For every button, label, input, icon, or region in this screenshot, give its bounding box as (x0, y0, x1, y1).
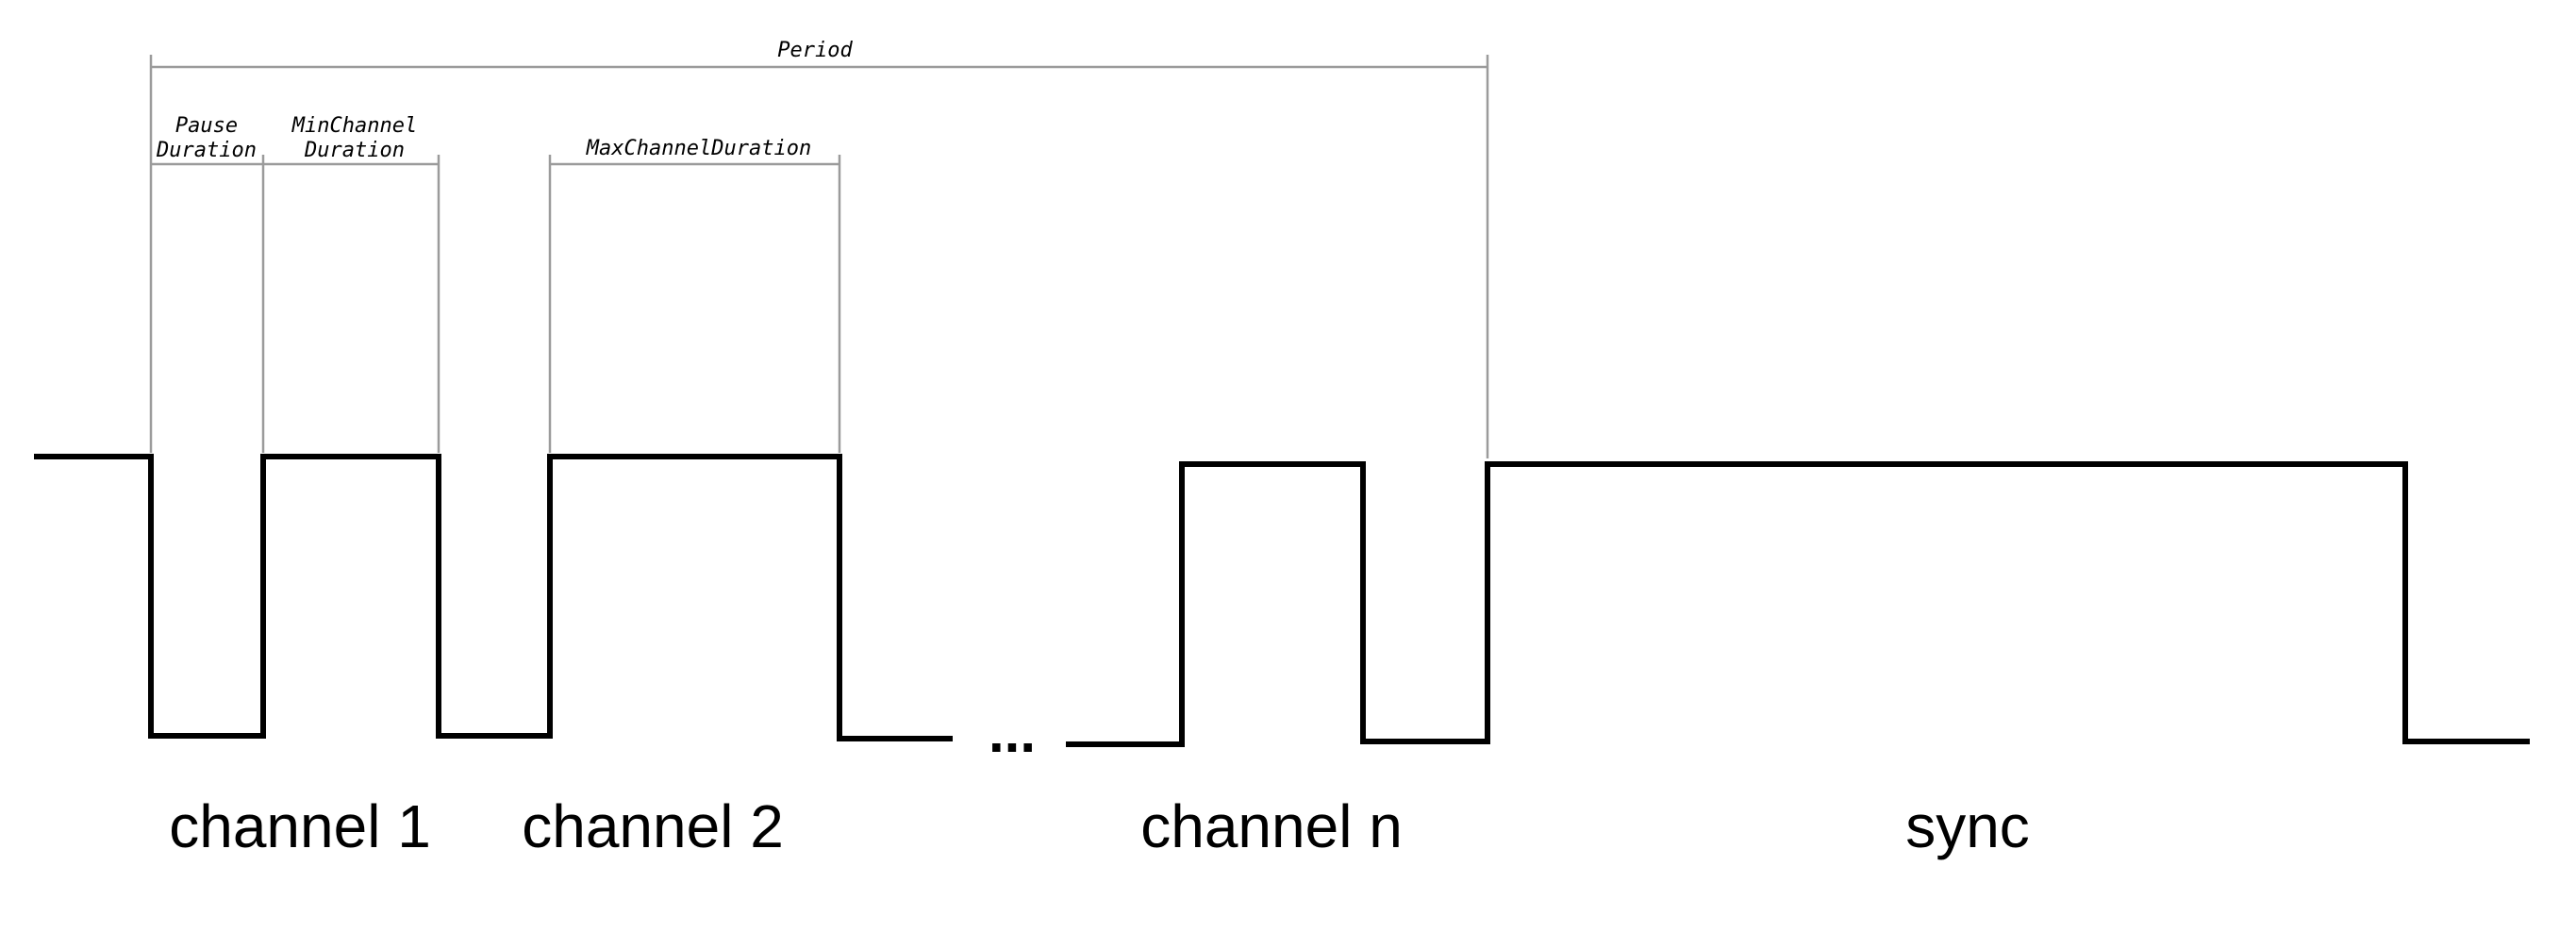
max-channel-duration-label: MaxChannelDuration (586, 137, 811, 160)
sync-label: sync (1905, 792, 2030, 860)
channel-2-label: channel 2 (522, 792, 784, 860)
min-channel-duration-label-line1: MinChannel (291, 114, 417, 138)
dimension-lines (149, 55, 1489, 458)
channel-labels: channel 1 channel 2 channel n sync (169, 792, 2030, 860)
signal-waveform (34, 454, 2530, 747)
pause-duration-label-line1: Pause (175, 114, 238, 138)
signal-trace-channel-n-sync (1066, 461, 2530, 747)
ellipsis-gap: ... (989, 701, 1036, 764)
period-label: Period (777, 39, 853, 62)
signal-trace-channels-1-2 (34, 454, 953, 741)
pause-duration-label-line2: Duration (156, 139, 257, 162)
channel-n-label: channel n (1140, 792, 1403, 860)
min-channel-duration-label-line2: Duration (304, 139, 405, 162)
channel-1-label: channel 1 (169, 792, 431, 860)
annotation-labels: Period Pause Duration MinChannel Duratio… (156, 39, 853, 162)
